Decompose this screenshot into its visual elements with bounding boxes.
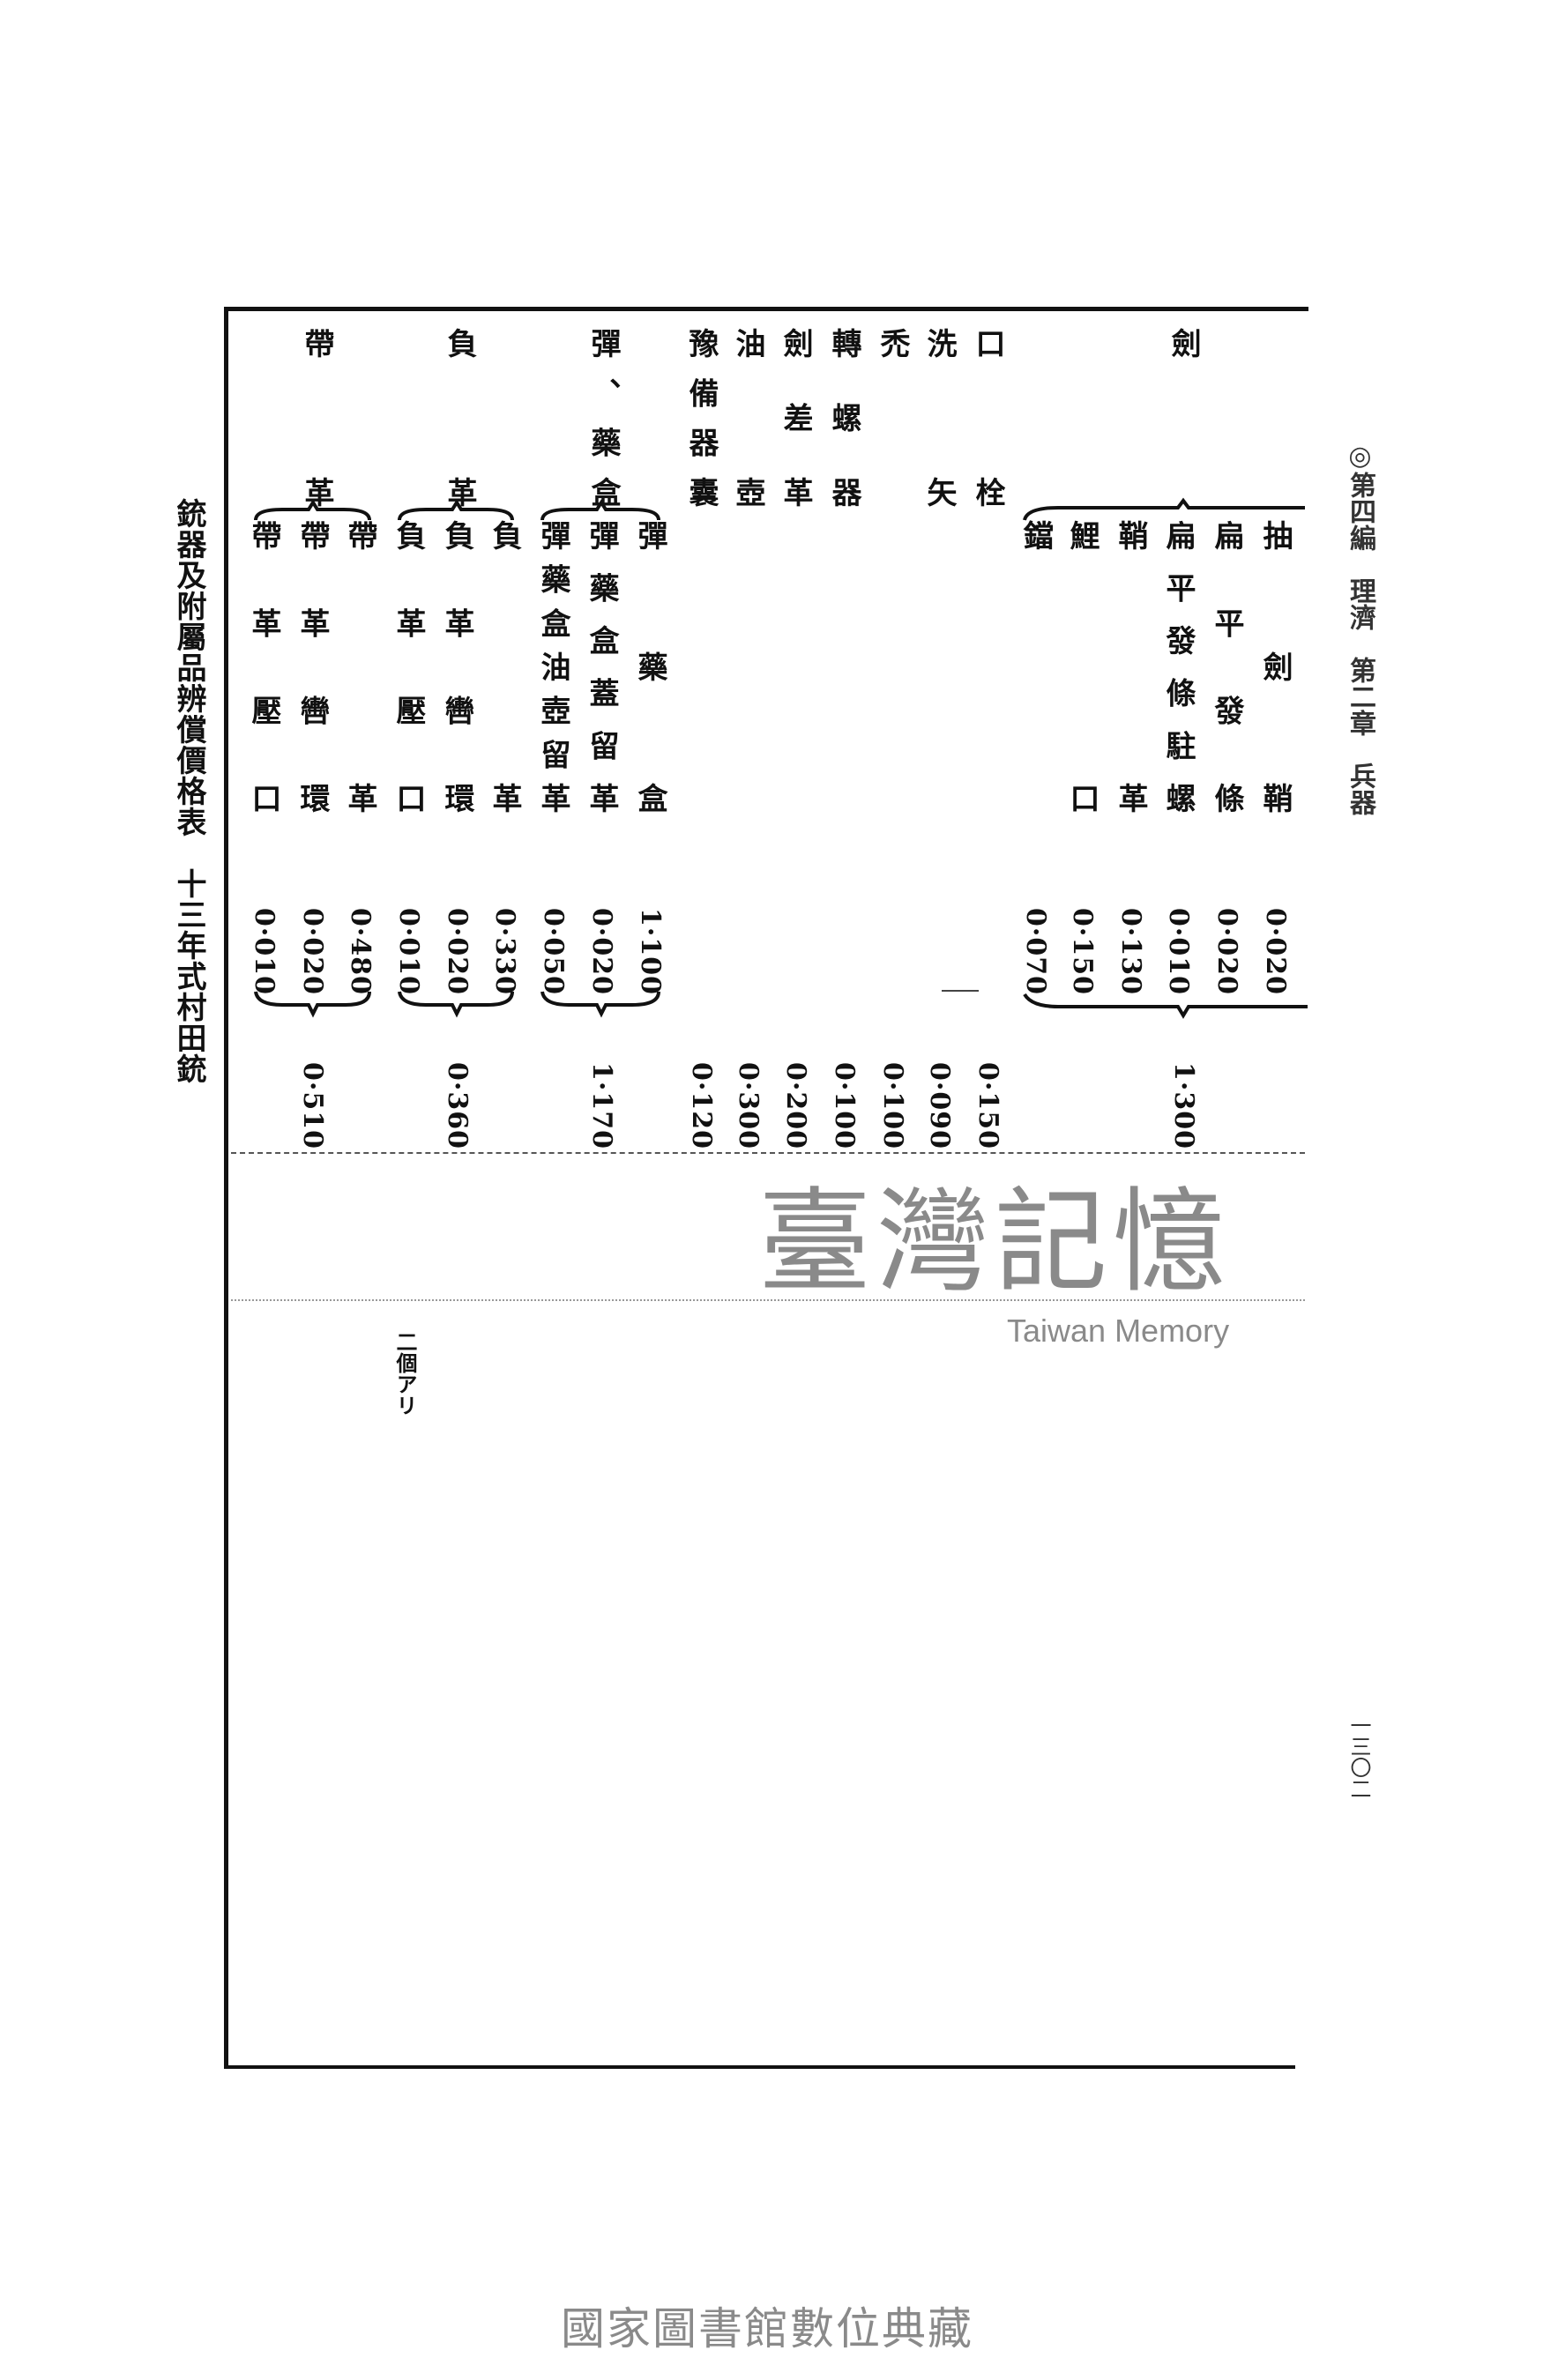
brace-fuge	[398, 499, 514, 521]
total-price: 0·100	[877, 1062, 908, 1149]
part-price: 0·020	[297, 908, 328, 995]
sub-item: 彈藥盒	[632, 520, 667, 914]
table-bottom-rule	[224, 2065, 1295, 2069]
total-price: 0·150	[973, 1062, 1003, 1149]
part-price: 0·020	[442, 908, 473, 995]
part-price: 0·330	[489, 908, 520, 995]
part-price: 1·100	[635, 908, 666, 995]
sub-item: 負革壓口	[391, 520, 426, 871]
total-price: 0·360	[442, 1062, 473, 1149]
total-price: 0·090	[924, 1062, 955, 1149]
sub-item: 鯉口	[1064, 520, 1099, 1045]
part-price: 0·010	[393, 908, 424, 995]
brace-danyakuhe-price	[540, 991, 660, 1018]
part-price: 0·480	[345, 908, 376, 995]
brace-fuge-price	[398, 991, 514, 1018]
row-divider	[231, 1299, 1305, 1301]
note: 二個アリ	[392, 1331, 418, 1416]
part-price: 0·020	[1260, 908, 1291, 995]
part-price: 0·010	[1163, 908, 1194, 995]
total-price: 1·300	[1168, 1062, 1199, 1149]
part-price: 0·050	[538, 908, 569, 995]
sub-item: 彈藥盒蓋留革	[584, 520, 619, 836]
header-item: 彈、藥盒	[585, 328, 621, 527]
sub-item: 扁平發條駐螺	[1160, 520, 1196, 836]
header-item: 劍差革	[778, 328, 813, 552]
brace-ken	[1023, 497, 1305, 521]
running-head-left: 銃器及附屬品辨償價格表 十三年式村田銃	[171, 498, 206, 1084]
sub-item: 鞘革	[1113, 520, 1148, 1045]
sub-item: 抽劍鞘	[1257, 520, 1293, 914]
total-price: 0·120	[686, 1062, 717, 1149]
header-item: 洗矢	[921, 328, 957, 626]
part-price: 0·150	[1067, 908, 1098, 995]
sub-item: 扁平發條	[1209, 520, 1244, 871]
table-left-border	[224, 309, 228, 2069]
header-item: 轉螺器	[826, 328, 861, 552]
header-item: 禿	[875, 328, 910, 358]
sub-item: 帶革壓口	[246, 520, 281, 871]
brace-daige-price	[254, 991, 371, 1018]
page-number: 一三〇二	[1346, 1714, 1371, 1799]
part-price: 0·070	[1020, 908, 1051, 995]
part-price: 0·020	[586, 908, 617, 995]
brace-daige	[254, 499, 371, 521]
running-head-right: ◎第四編 理濟 第二章 兵器	[1345, 441, 1375, 815]
part-price: 0·010	[249, 908, 280, 995]
total-price: 0·100	[829, 1062, 860, 1149]
row-divider	[231, 1152, 1305, 1154]
sub-item: 帶革	[342, 520, 377, 1045]
total-price: 1·170	[586, 1062, 617, 1149]
sub-item: 負革	[487, 520, 522, 1045]
part-price: 0·130	[1115, 908, 1146, 995]
sub-item: 帶革轡環	[294, 520, 330, 871]
header-item: 帶革	[299, 328, 334, 626]
part-price: 0·020	[1211, 908, 1242, 995]
brace-danyakuhe	[540, 499, 660, 521]
total-price: 0·200	[780, 1062, 811, 1149]
header-item: 豫備器囊	[683, 328, 719, 527]
sub-item: 負革轡環	[439, 520, 474, 871]
footer-collection: 國家圖書館數位典藏	[561, 2303, 973, 2354]
header-item: 油壺	[730, 328, 765, 626]
total-price: 0·510	[297, 1062, 328, 1149]
table-top-rule	[224, 307, 1308, 311]
header-item: 劍	[1166, 328, 1201, 358]
brace-ken-price	[1023, 993, 1308, 1019]
total-price: 0·300	[733, 1062, 764, 1149]
watermark-logo: 臺灣記憶	[758, 1177, 1232, 1308]
watermark-subtitle: Taiwan Memory	[1007, 1313, 1230, 1349]
sub-item: 彈藥盒油壺留革	[535, 520, 570, 827]
header-item: 口栓	[970, 328, 1005, 626]
sub-item: 鐺	[1017, 520, 1053, 550]
header-item: 負革	[442, 328, 477, 626]
